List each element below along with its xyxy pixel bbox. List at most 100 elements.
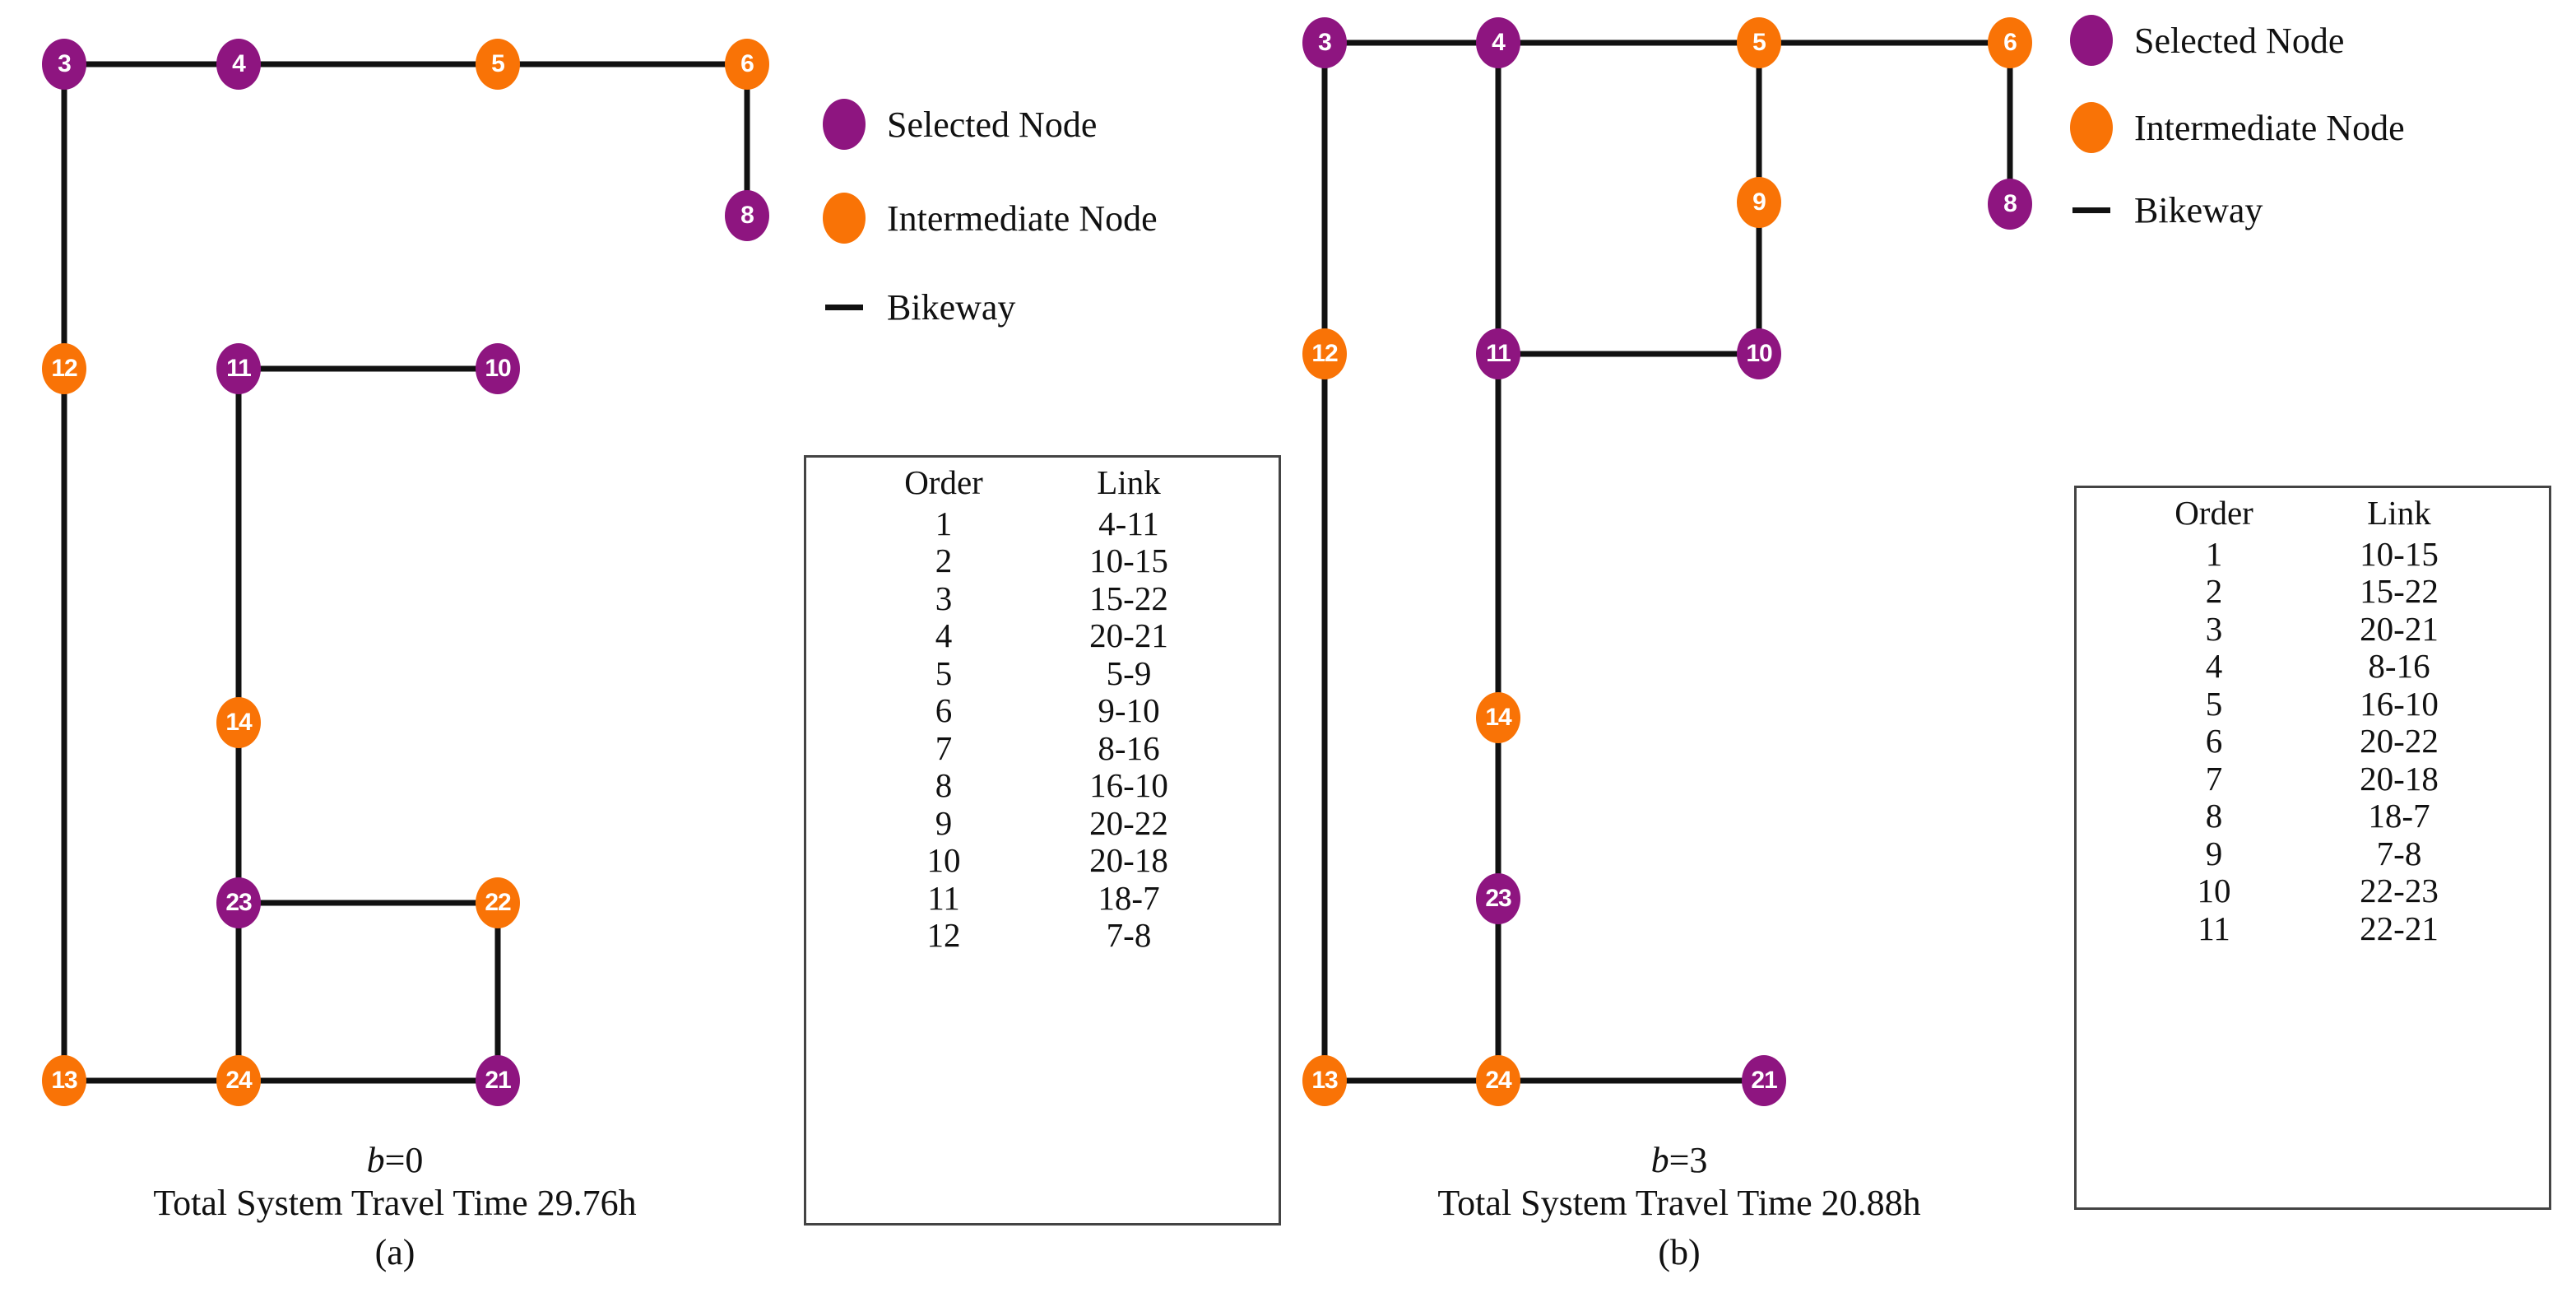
- cell-link: 20-18: [2360, 759, 2439, 798]
- network-node-10[interactable]: 10: [476, 343, 520, 394]
- table-row: 7 8-16: [857, 730, 1228, 767]
- node-label: 10: [485, 355, 511, 382]
- cell-link: 22-23: [2360, 872, 2439, 910]
- network-node-23[interactable]: 23: [216, 877, 261, 928]
- cell-order: 6: [935, 691, 953, 730]
- travel-time-b: Total System Travel Time 20.88h: [1437, 1182, 1921, 1223]
- legend-label-intermediate: Intermediate Node: [887, 198, 1158, 239]
- network-node-9[interactable]: 9: [1737, 177, 1781, 228]
- network-node-13[interactable]: 13: [42, 1055, 86, 1106]
- cell-link: 7-8: [2376, 834, 2422, 872]
- cell-link: 8-16: [1098, 728, 1160, 767]
- node-label: 10: [1746, 340, 1772, 367]
- legend-row-intermediate: Intermediate Node: [2070, 102, 2405, 153]
- network-node-24[interactable]: 24: [1476, 1055, 1520, 1106]
- network-node-3[interactable]: 3: [1302, 17, 1347, 68]
- network-node-5[interactable]: 5: [476, 39, 520, 90]
- network-node-10[interactable]: 10: [1737, 328, 1781, 379]
- travel-time-a: Total System Travel Time 29.76h: [153, 1182, 637, 1223]
- cell-link: 22-21: [2360, 909, 2439, 947]
- network-node-4[interactable]: 4: [1476, 17, 1520, 68]
- network-node-6[interactable]: 6: [1988, 17, 2032, 68]
- node-label: 21: [485, 1067, 511, 1094]
- legend-label-selected: Selected Node: [2134, 20, 2345, 61]
- network-node-5[interactable]: 5: [1737, 17, 1781, 68]
- network-node-24[interactable]: 24: [216, 1055, 261, 1106]
- b-value-a: b=0: [0, 1139, 790, 1182]
- cell-order: 3: [2205, 609, 2223, 648]
- node-label: 8: [740, 202, 754, 229]
- node-label: 3: [1318, 29, 1332, 56]
- table-header-row: Order Link: [857, 458, 1228, 505]
- legend-row-bikeway: Bikeway: [823, 286, 1158, 328]
- network-diagram-a: 3 4 5 6 8 12 11 10 14 23 22 13 24 21: [42, 39, 769, 1106]
- network-node-14[interactable]: 14: [1476, 692, 1520, 743]
- network-node-8[interactable]: 8: [725, 190, 769, 241]
- cell-link: 16-10: [1089, 766, 1168, 805]
- network-node-23[interactable]: 23: [1476, 873, 1520, 924]
- network-node-13[interactable]: 13: [1302, 1055, 1347, 1106]
- cell-order: 6: [2205, 722, 2223, 760]
- network-node-21[interactable]: 21: [476, 1055, 520, 1106]
- node-label: 24: [225, 1067, 252, 1094]
- network-node-11[interactable]: 11: [216, 343, 261, 394]
- node-label: 14: [1485, 704, 1511, 731]
- network-node-6[interactable]: 6: [725, 39, 769, 90]
- node-label: 22: [485, 889, 511, 916]
- b-number-a: =0: [384, 1140, 424, 1180]
- cell-order: 12: [926, 915, 961, 954]
- selected-node-swatch-icon: [2070, 15, 2113, 66]
- cell-link: 18-7: [2368, 797, 2430, 835]
- cell-link: 20-21: [1089, 616, 1168, 655]
- cell-order: 9: [935, 803, 953, 842]
- legend-row-selected: Selected Node: [2070, 15, 2405, 66]
- node-label: 8: [2003, 190, 2017, 217]
- cell-order: 1: [2205, 535, 2223, 573]
- node-label: 6: [2003, 29, 2017, 56]
- network-node-12[interactable]: 12: [42, 343, 86, 394]
- network-node-22[interactable]: 22: [476, 877, 520, 928]
- cell-order: 11: [927, 878, 960, 917]
- cell-order: 4: [2205, 647, 2223, 686]
- node-label: 11: [226, 355, 252, 382]
- subcaption-b: (b): [1658, 1232, 1701, 1272]
- legend-row-bikeway: Bikeway: [2070, 189, 2405, 231]
- network-node-21[interactable]: 21: [1742, 1055, 1786, 1106]
- cell-order: 11: [2198, 909, 2230, 947]
- node-label: 21: [1751, 1067, 1777, 1094]
- cell-order: 5: [2205, 684, 2223, 723]
- table-row: 4 20-21: [857, 617, 1228, 654]
- network-node-8[interactable]: 8: [1988, 179, 2032, 230]
- intermediate-node-swatch-icon: [2070, 102, 2113, 153]
- b-number-b: =3: [1669, 1140, 1708, 1180]
- cell-link: 20-18: [1089, 841, 1168, 880]
- node-label: 12: [1311, 340, 1338, 367]
- network-node-4[interactable]: 4: [216, 39, 261, 90]
- selected-node-swatch-icon: [823, 99, 866, 150]
- bikeway-edges-b: [1321, 40, 2013, 1084]
- cell-order: 7: [935, 728, 953, 767]
- network-node-12[interactable]: 12: [1302, 328, 1347, 379]
- network-node-11[interactable]: 11: [1476, 328, 1520, 379]
- node-label: 14: [225, 709, 252, 736]
- node-label: 13: [1311, 1067, 1338, 1094]
- table-header-row: Order Link: [2128, 488, 2498, 536]
- cell-link: 10-15: [1089, 542, 1168, 580]
- cell-order: 4: [935, 616, 953, 655]
- legend-label-bikeway: Bikeway: [2134, 190, 2263, 230]
- network-node-14[interactable]: 14: [216, 697, 261, 748]
- network-node-3[interactable]: 3: [42, 39, 86, 90]
- node-label: 13: [51, 1067, 77, 1094]
- cell-order: 2: [935, 542, 953, 580]
